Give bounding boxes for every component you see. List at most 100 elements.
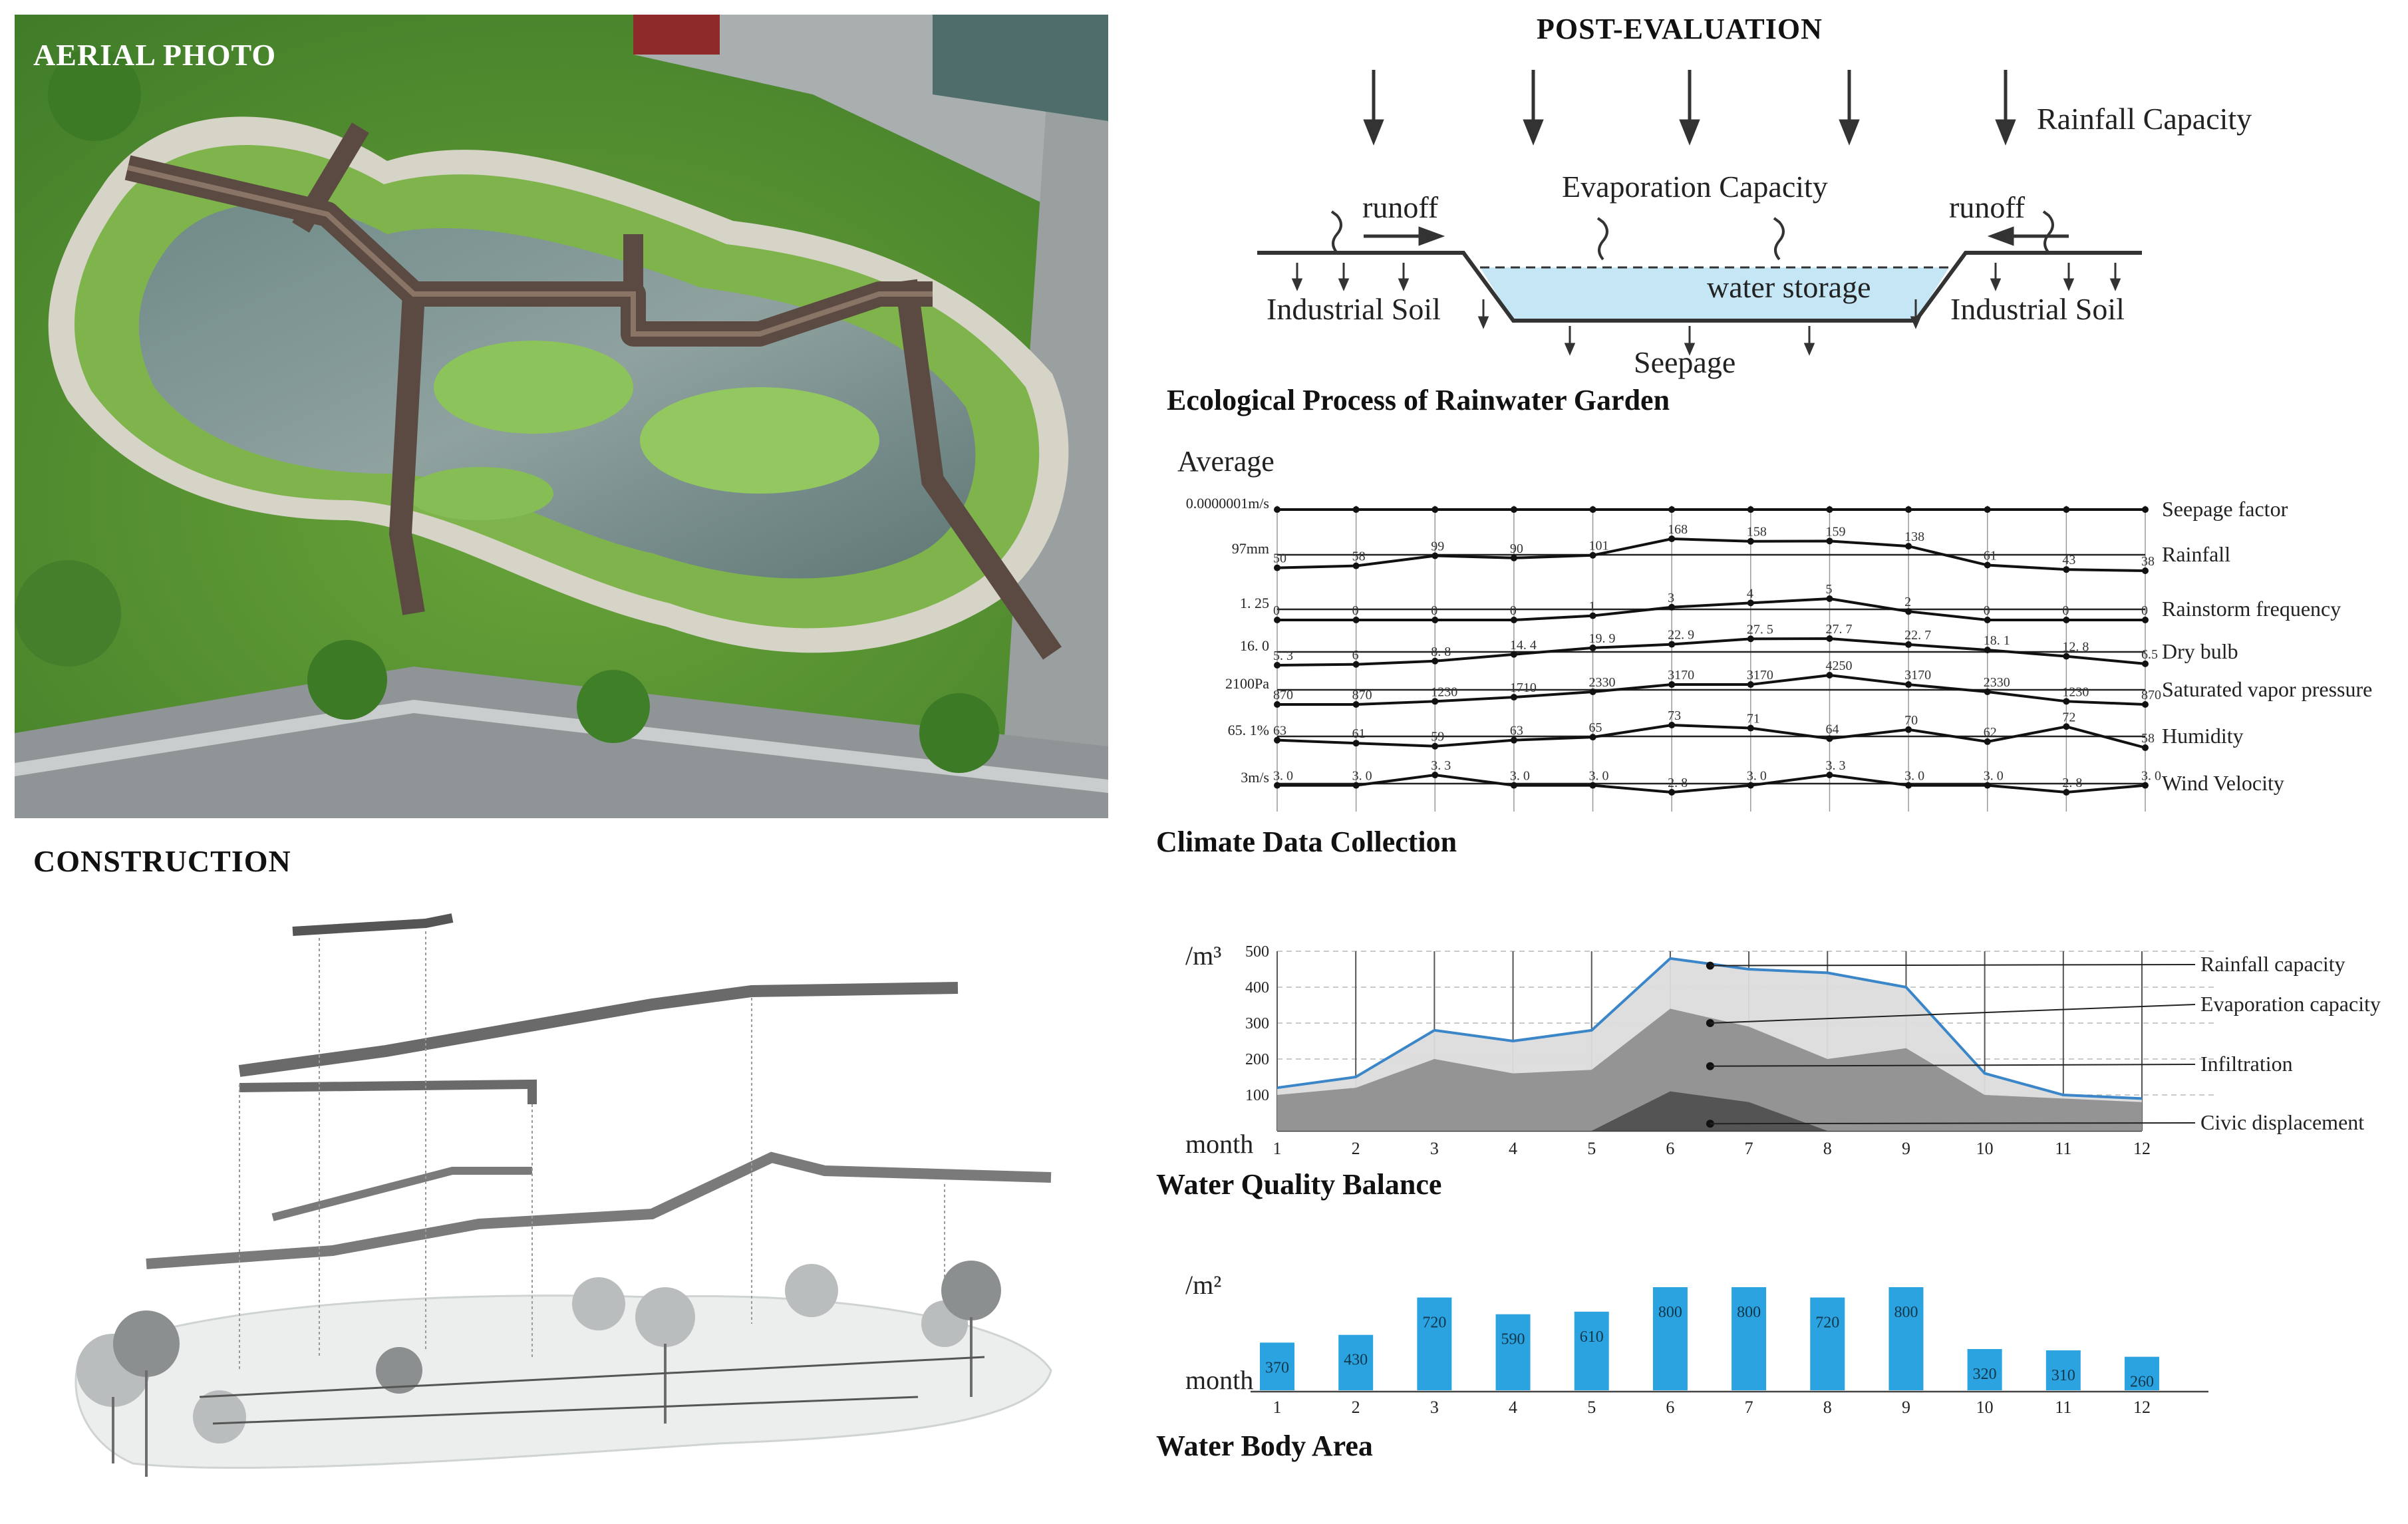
wa-x-tick-label: 6	[1666, 1398, 1674, 1417]
evaporation-capacity-label: Evaporation Capacity	[1562, 170, 1828, 204]
post-evaluation-heading: POST-EVALUATION	[1537, 13, 1823, 45]
climate-value-label: 138	[1904, 530, 1924, 544]
climate-series-line	[1277, 673, 2146, 706]
wq-x-tick-label: 4	[1509, 1139, 1517, 1158]
climate-series-name: Wind Velocity	[2162, 771, 2284, 795]
construction-heading: CONSTRUCTION	[33, 844, 291, 878]
climate-point	[1589, 782, 1596, 789]
wq-legend-label: Evaporation capacity	[2200, 992, 2381, 1016]
climate-point	[1352, 661, 1360, 668]
climate-point	[1826, 537, 1833, 545]
climate-value-label: 0	[1984, 603, 1990, 618]
climate-point	[1431, 617, 1439, 623]
climate-value-label: 8. 8	[1431, 645, 1451, 659]
wq-legend-leader	[1710, 1064, 2196, 1067]
climate-point	[1352, 701, 1360, 708]
climate-value-label: 6	[1352, 648, 1359, 663]
wa-bar-label: 800	[1737, 1304, 1761, 1321]
climate-point	[2142, 701, 2149, 708]
industrial-soil-right-label: Industrial Soil	[1950, 292, 2125, 326]
climate-series-name: Rainstorm frequency	[2162, 597, 2341, 621]
climate-baseline-label: 1. 25	[1240, 595, 1269, 611]
climate-value-label: 4250	[1825, 659, 1852, 673]
climate-value-label: 61	[1352, 726, 1366, 741]
climate-point	[1274, 506, 1280, 513]
climate-value-label: 0	[1352, 603, 1359, 618]
wq-y-tick-label: 100	[1245, 1087, 1269, 1104]
climate-value-label: 14. 4	[1510, 638, 1537, 653]
climate-point	[1589, 688, 1596, 695]
climate-point	[1431, 742, 1439, 750]
climate-point	[1905, 506, 1912, 513]
climate-value-label: 65	[1589, 720, 1602, 735]
wa-bar	[1260, 1342, 1294, 1390]
wa-x-tick-label: 9	[1902, 1398, 1910, 1417]
water-storage-label: water storage	[1707, 270, 1871, 304]
wa-x-tick-label: 11	[2055, 1398, 2071, 1417]
climate-value-label: 3. 0	[1747, 769, 1767, 784]
climate-point	[1747, 681, 1754, 688]
climate-point	[1352, 506, 1360, 513]
climate-value-label: 70	[1904, 713, 1918, 728]
climate-point	[1431, 506, 1439, 513]
climate-point	[1510, 651, 1517, 658]
ecological-diagram	[1257, 70, 2142, 356]
climate-series-name: Saturated vapor pressure	[2162, 677, 2372, 701]
climate-point	[1431, 657, 1439, 665]
wa-bar-label: 800	[1658, 1304, 1682, 1321]
climate-value-label: 0	[2062, 603, 2069, 618]
climate-baseline-label: 16. 0	[1240, 637, 1269, 654]
climate-point	[1510, 506, 1517, 513]
water-quality-caption: Water Quality Balance	[1156, 1168, 1442, 1201]
wq-y-tick-label: 500	[1245, 943, 1269, 961]
climate-value-label: 22. 9	[1668, 628, 1694, 643]
wa-bar	[1967, 1349, 2002, 1390]
wa-x-tick-label: 1	[1273, 1398, 1282, 1417]
climate-point	[1668, 681, 1676, 688]
climate-value-label: 38	[2141, 554, 2155, 569]
climate-point	[1274, 782, 1280, 789]
wa-bar	[2045, 1350, 2081, 1390]
climate-value-label: 5	[1825, 582, 1832, 597]
climate-value-label: 3. 0	[1273, 769, 1293, 784]
climate-point	[1747, 537, 1754, 545]
wq-y-tick-label: 300	[1245, 1015, 1269, 1032]
climate-value-label: 1710	[1510, 681, 1537, 695]
climate-point	[1984, 782, 1991, 789]
wa-bar	[1810, 1297, 1845, 1390]
wa-x-tick-label: 7	[1745, 1398, 1753, 1417]
climate-value-label: 3. 0	[1984, 769, 2004, 784]
wq-x-tick-label: 9	[1902, 1139, 1910, 1158]
climate-point	[1589, 612, 1596, 619]
climate-value-label: 1230	[2062, 685, 2089, 699]
climate-value-label: 101	[1589, 539, 1609, 553]
water-area-caption: Water Body Area	[1156, 1430, 1373, 1462]
climate-value-label: 27. 7	[1825, 622, 1852, 637]
wq-x-tick-label: 8	[1823, 1139, 1832, 1158]
climate-point	[1905, 782, 1912, 789]
climate-point	[1668, 506, 1676, 513]
climate-point	[1589, 734, 1596, 741]
climate-series-line	[1277, 723, 2146, 749]
climate-point	[1747, 635, 1754, 643]
climate-baseline-label: 0.0000001m/s	[1186, 495, 1269, 512]
wq-x-tick-label: 12	[2133, 1139, 2151, 1158]
climate-point	[1352, 617, 1360, 623]
climate-baseline-label: 97mm	[1232, 540, 1269, 557]
climate-value-label: 22. 7	[1904, 628, 1931, 643]
wa-bar-label: 800	[1894, 1304, 1918, 1321]
climate-value-label: 158	[1747, 525, 1767, 539]
wq-legend-label: Rainfall capacity	[2200, 952, 2345, 976]
climate-point	[1984, 738, 1991, 745]
wq-area-2	[1277, 1091, 2142, 1131]
climate-series-name: Humidity	[2162, 724, 2244, 748]
climate-value-label: 1230	[1431, 685, 1457, 699]
climate-value-label: 58	[1352, 549, 1366, 564]
climate-value-label: 63	[1510, 724, 1523, 738]
climate-value-label: 3. 3	[1825, 758, 1845, 773]
wq-x-tick-label: 5	[1587, 1139, 1596, 1158]
wa-bar	[1495, 1314, 1531, 1390]
climate-value-label: 61	[1984, 549, 1997, 563]
climate-value-label: 3170	[1668, 668, 1694, 683]
